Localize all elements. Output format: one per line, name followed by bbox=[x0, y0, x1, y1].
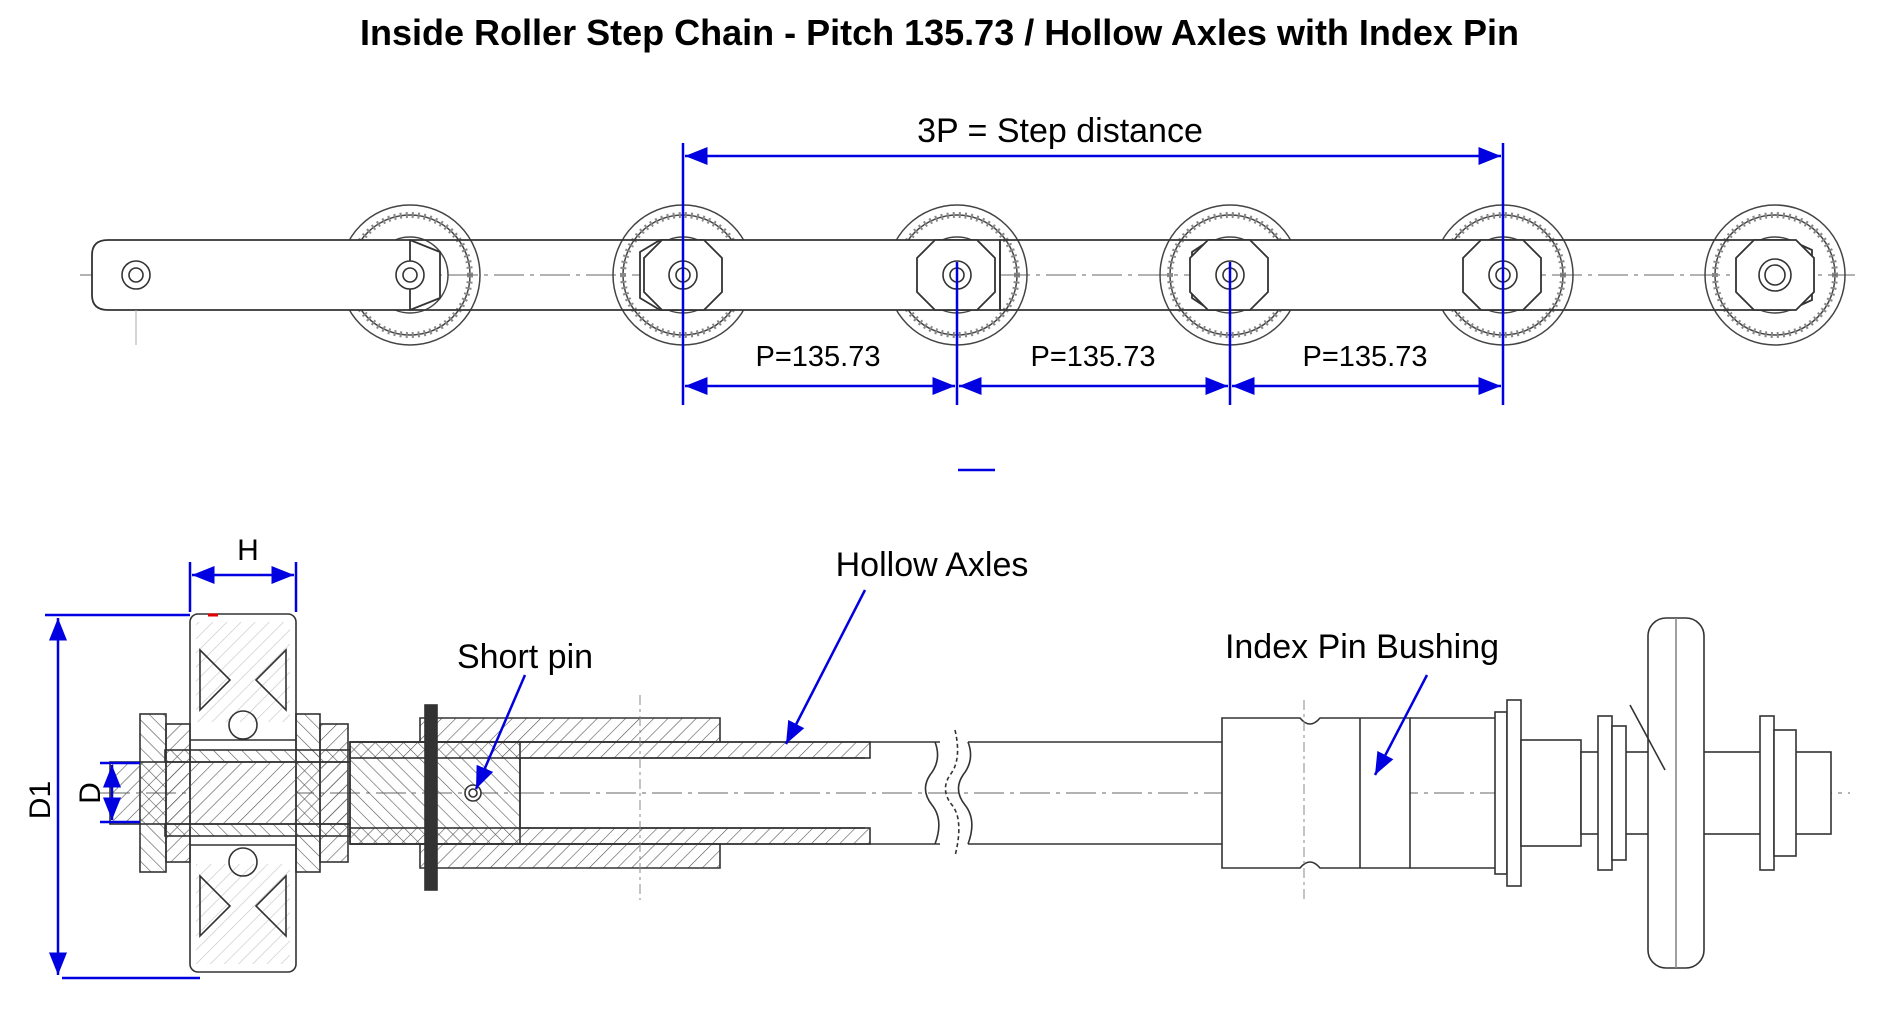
hollow-axles-label: Hollow Axles bbox=[836, 546, 1029, 584]
pitch-label-3: P=135.73 bbox=[1303, 341, 1428, 373]
pitch-label-1: P=135.73 bbox=[756, 341, 881, 373]
index-pin-bushing-label: Index Pin Bushing bbox=[1225, 628, 1499, 666]
d1-label: D1 bbox=[24, 781, 57, 819]
chain-pins bbox=[121, 258, 1792, 292]
step-distance-label: 3P = Step distance bbox=[917, 112, 1203, 150]
pitch-label-2: P=135.73 bbox=[1031, 341, 1156, 373]
left-roller-section bbox=[189, 613, 297, 973]
top-chain-view bbox=[80, 204, 1855, 346]
section-view bbox=[100, 613, 1850, 973]
short-pin-label: Short pin bbox=[457, 638, 593, 676]
d-label: D bbox=[74, 782, 107, 804]
diagram-title: Inside Roller Step Chain - Pitch 135.73 … bbox=[360, 12, 1519, 53]
top-dimensions bbox=[681, 143, 1505, 472]
section-dimensions bbox=[45, 562, 1429, 980]
h-label: H bbox=[237, 534, 259, 567]
